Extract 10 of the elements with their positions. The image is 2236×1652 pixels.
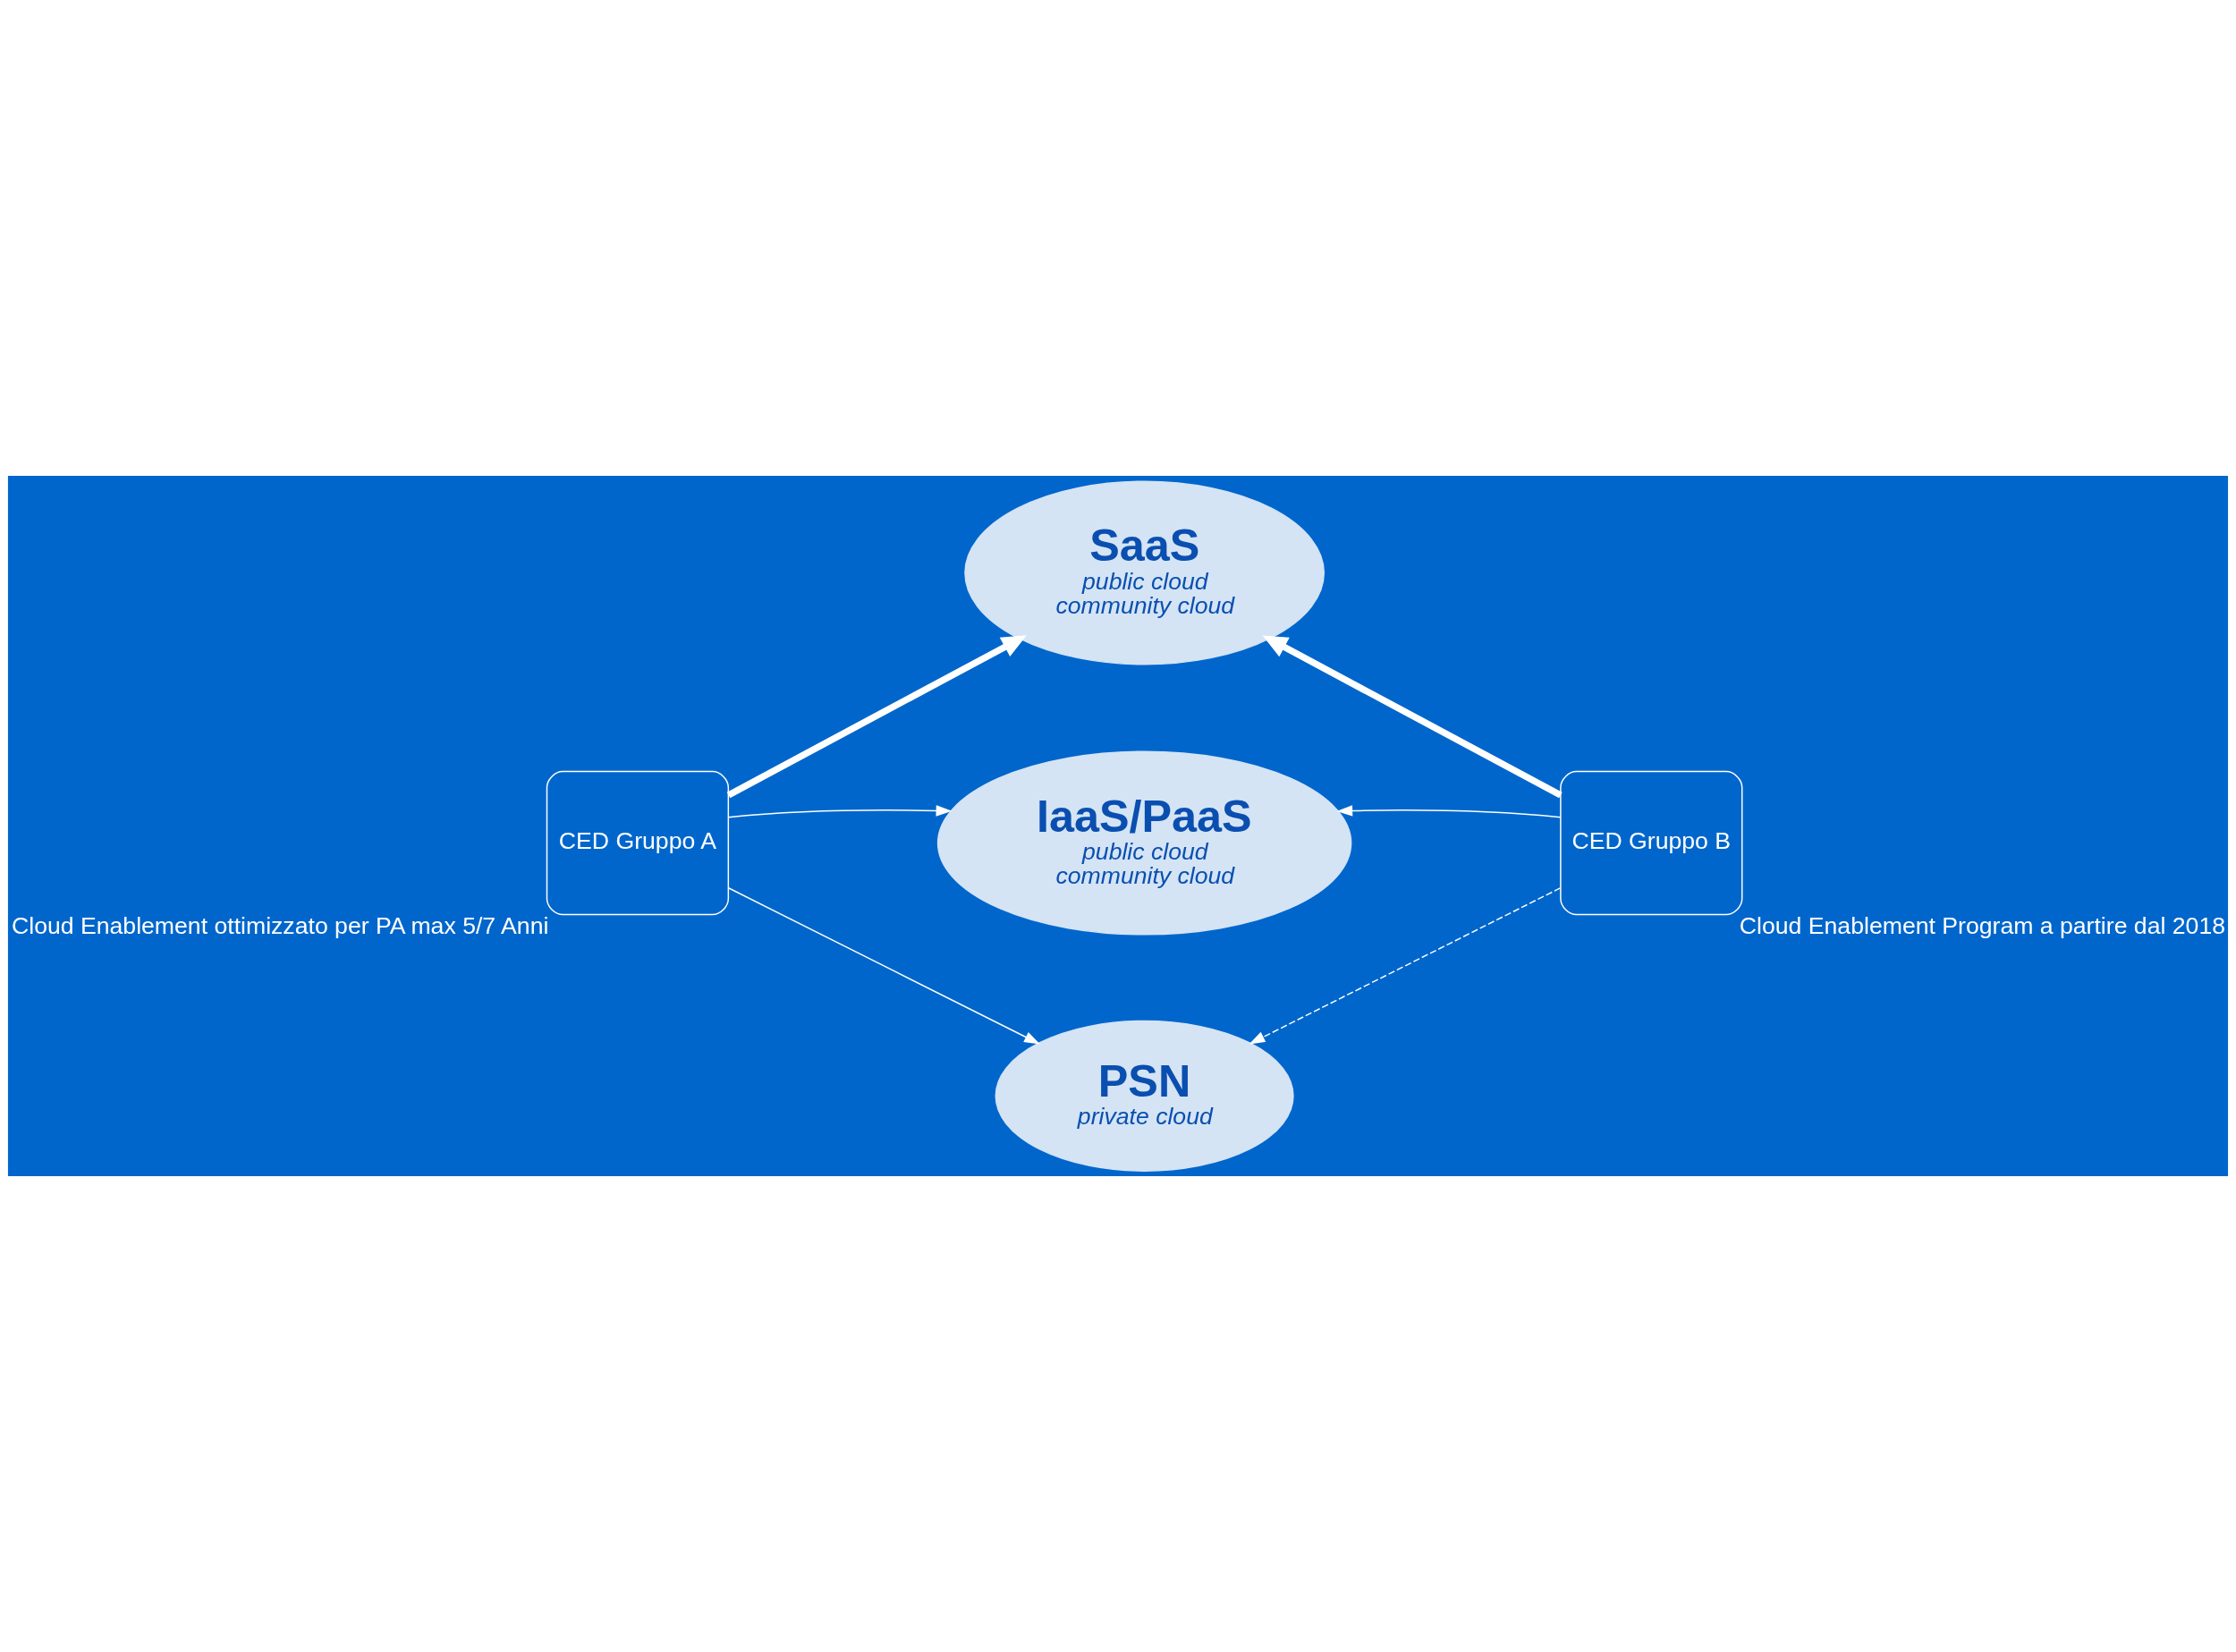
arrow [1249, 887, 1562, 1045]
node-ellipse: SaaS public cloud community cloud [964, 480, 1325, 665]
node-ellipse: PSN private cloud [995, 1020, 1294, 1172]
arrow [1262, 635, 1563, 799]
arrow [727, 805, 953, 818]
arrow [727, 887, 1040, 1045]
arrow [1336, 805, 1562, 818]
node-box: CED Gruppo A [546, 770, 730, 916]
node-box: CED Gruppo B [1560, 770, 1743, 916]
arrow [726, 635, 1027, 799]
